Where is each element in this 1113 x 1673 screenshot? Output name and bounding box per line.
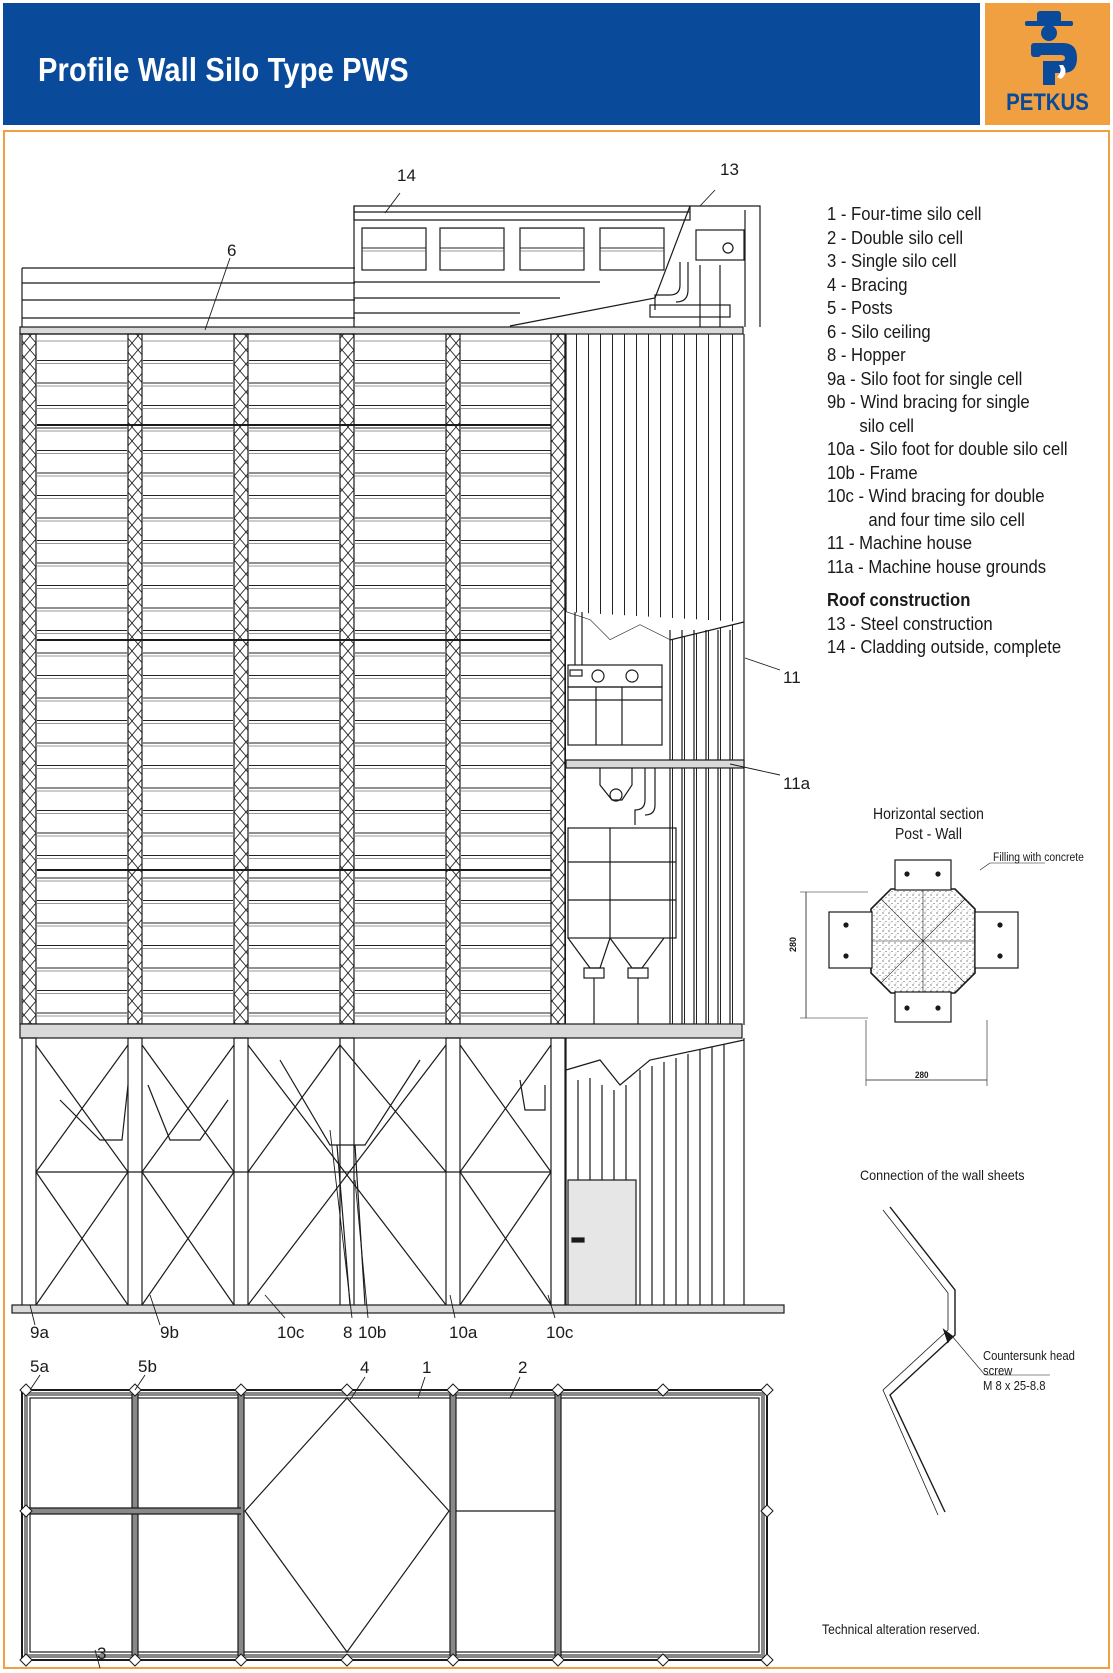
header-bar: Profile Wall Silo Type PWS: [3, 3, 980, 125]
screw-label-2: screw: [983, 1364, 1013, 1378]
legend-item: 14 - Cladding outside, complete: [827, 636, 1062, 657]
callout-3: 3: [97, 1644, 107, 1663]
callout-10a: 10a: [449, 1323, 478, 1342]
callout-1: 1: [422, 1358, 432, 1377]
callout-14: 14: [397, 166, 416, 185]
dim-vertical: 280: [788, 936, 798, 952]
brand-name: PETKUS: [1006, 89, 1089, 116]
callout-10c-2: 10c: [546, 1323, 574, 1342]
legend-item: 5 - Posts: [827, 297, 893, 318]
legend-item: 10b - Frame: [827, 461, 918, 483]
legend-item: 6 - Silo ceiling: [827, 320, 931, 342]
callout-11: 11: [783, 668, 801, 687]
page-title: Profile Wall Silo Type PWS: [38, 51, 409, 88]
callout-8: 8: [343, 1323, 353, 1342]
legend-item: 3 - Single silo cell: [827, 250, 957, 271]
filling-label: Filling with concrete: [993, 852, 1084, 864]
callout-9b: 9b: [160, 1323, 179, 1342]
section-subtitle: Post - Wall: [895, 826, 962, 843]
petkus-logo: PETKUS: [985, 3, 1110, 125]
callout-9a: 9a: [30, 1323, 49, 1342]
callout-5a: 5a: [30, 1357, 49, 1376]
connection-title: Connection of the wall sheets: [860, 1167, 1025, 1183]
legend-item-continued: silo cell: [859, 414, 915, 436]
callout-2: 2: [518, 1358, 528, 1377]
dim-horizontal: 280: [915, 1070, 929, 1080]
callout-13: 13: [720, 160, 739, 179]
callout-10b: 10b: [358, 1323, 387, 1342]
roof-construction-heading: Roof construction: [827, 589, 971, 610]
legend-item: 10c - Wind bracing for double: [827, 485, 1045, 506]
callout-11a: 11a: [783, 774, 811, 793]
screw-label-3: M 8 x 25-8.8: [983, 1379, 1046, 1393]
legend-item-continued: and four time silo cell: [868, 508, 1025, 530]
legend: 1 - Four-time silo cell 2 - Double silo …: [827, 202, 1068, 659]
legend-item: 11 - Machine house: [827, 532, 973, 553]
legend-item: 4 - Bracing: [827, 273, 908, 295]
callout-10c: 10c: [277, 1323, 305, 1342]
callout-5b: 5b: [138, 1357, 157, 1376]
legend-item: 11a - Machine house grounds: [827, 555, 1047, 577]
section-title: Horizontal section: [873, 806, 984, 823]
farmer-logo-icon: [1025, 11, 1077, 85]
legend-item: 10a - Silo foot for double silo cell: [827, 438, 1068, 459]
legend-item: 1 - Four-time silo cell: [827, 203, 982, 224]
legend-item: 2 - Double silo cell: [827, 226, 964, 248]
legend-item: 9a - Silo foot for single cell: [827, 367, 1023, 389]
footer-note: Technical alteration reserved.: [822, 1622, 981, 1637]
callout-6: 6: [227, 241, 237, 260]
callout-4: 4: [360, 1358, 370, 1377]
legend-item: 13 - Steel construction: [827, 612, 993, 634]
legend-item: 9b - Wind bracing for single: [827, 391, 1030, 412]
screw-label-1: Countersunk head: [983, 1349, 1075, 1363]
legend-item: 8 - Hopper: [827, 344, 906, 365]
drawing-frame: [3, 130, 1110, 1669]
